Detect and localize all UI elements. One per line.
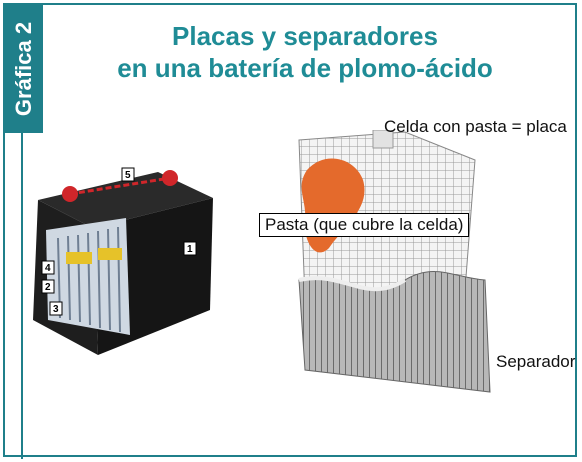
plate-lug <box>372 130 394 149</box>
marker-5-box <box>121 167 135 182</box>
marker-4: 4 <box>45 263 51 274</box>
battery-strap <box>69 176 171 196</box>
plate-separator-illustration <box>298 130 491 393</box>
marker-2: 2 <box>45 282 51 293</box>
battery-plates <box>57 226 121 333</box>
separator-sheet <box>298 271 491 393</box>
side-rule <box>21 133 23 459</box>
separator-edge <box>298 276 407 292</box>
figure-tab-label: Gráfica 2 <box>11 21 36 117</box>
figure-title: Placas y separadores en una batería de p… <box>60 20 550 84</box>
battery-illustration: 1 2 3 4 5 <box>33 167 213 355</box>
marker-1: 1 <box>187 244 193 255</box>
figure-frame: Gráfica 2 <box>3 3 577 459</box>
title-line-2: en una batería de plomo-ácido <box>117 53 493 83</box>
battery-top <box>38 172 213 228</box>
marker-3: 3 <box>53 304 59 315</box>
marker-2-box <box>41 279 55 294</box>
marker-4-box <box>41 260 55 275</box>
title-line-1: Placas y separadores <box>172 21 438 51</box>
marker-5: 5 <box>125 170 131 181</box>
label-separator: Separador <box>496 352 576 371</box>
marker-3-box <box>49 301 63 316</box>
battery-connector-a <box>66 252 92 264</box>
label-paste: Pasta (que cubre la celda) <box>259 213 470 237</box>
battery-connector-b <box>98 248 122 260</box>
label-cell-with-paste: Celda con pasta = placa <box>384 117 567 136</box>
figure-tab: Gráfica 2 <box>5 5 43 133</box>
marker-1-box <box>183 241 197 256</box>
